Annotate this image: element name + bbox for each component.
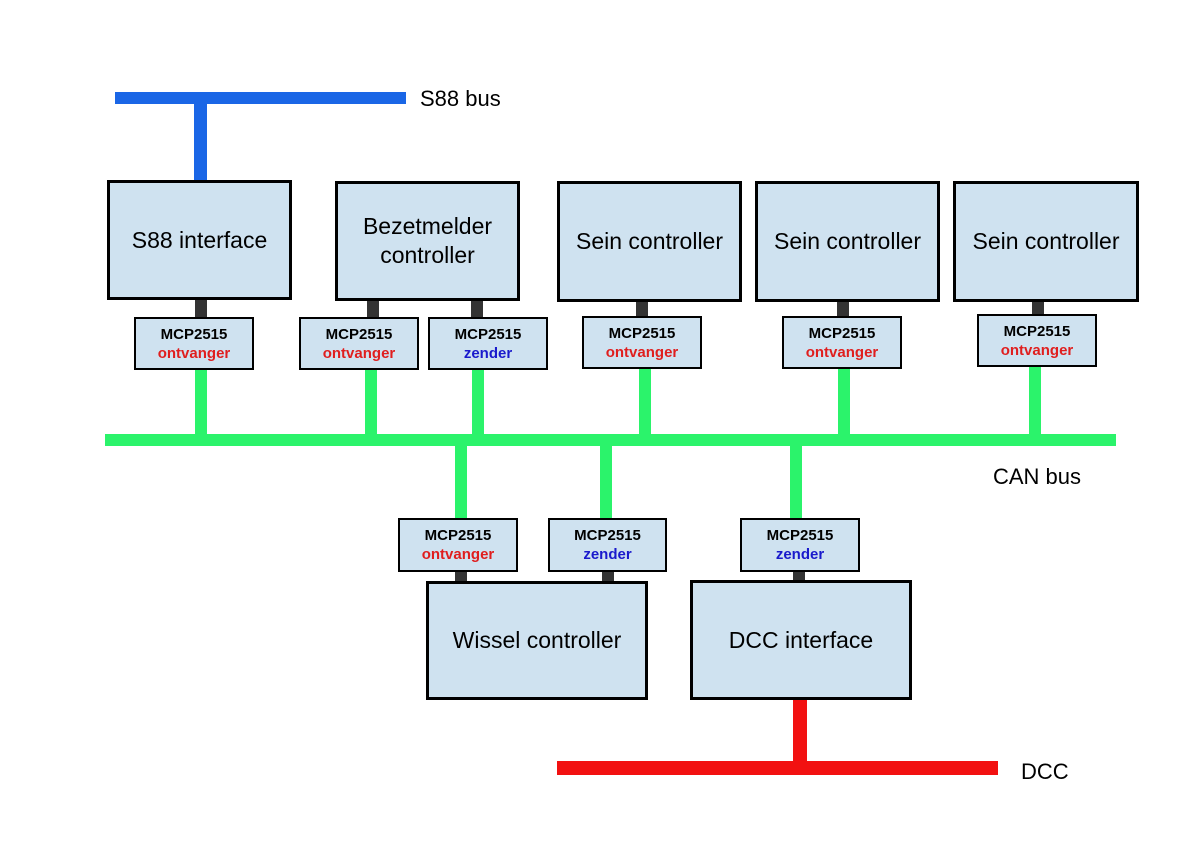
can-bus-drop bbox=[472, 369, 484, 439]
can-bus-drop bbox=[790, 441, 802, 521]
can-bus-label: CAN bus bbox=[993, 464, 1082, 489]
wissel-controller-box: Wissel controller bbox=[426, 581, 648, 700]
module-connector bbox=[602, 570, 614, 584]
sein-controller-box: Sein controller bbox=[755, 181, 940, 302]
module-role-label: ontvanger bbox=[605, 343, 679, 361]
dcc-bus-drop bbox=[793, 697, 807, 767]
sein-controller-box: Sein controller bbox=[953, 181, 1139, 302]
bezetmelder-controller-box: Bezetmelder controller bbox=[335, 181, 520, 301]
module-chip-label: MCP2515 bbox=[1003, 322, 1071, 340]
module-role-label: zender bbox=[775, 546, 825, 563]
module-chip-label: MCP2515 bbox=[808, 324, 876, 342]
wissel-controller-label: Wissel controller bbox=[452, 627, 622, 653]
module-connector bbox=[471, 298, 483, 320]
module-role-label: ontvanger bbox=[1000, 341, 1074, 359]
mcp2515-module: MCP2515 ontvanger bbox=[134, 317, 254, 370]
mcp2515-module: MCP2515 zender bbox=[428, 317, 548, 370]
s88-bus-label: S88 bus bbox=[420, 86, 501, 111]
bezetmelder-controller-label: Bezetmelder controller bbox=[362, 213, 493, 268]
module-chip-label: MCP2515 bbox=[424, 527, 492, 544]
mcp2515-module: MCP2515 ontvanger bbox=[299, 317, 419, 370]
dcc-interface-label: DCC interface bbox=[728, 626, 874, 653]
can-bus-drop bbox=[1029, 365, 1041, 439]
mcp2515-module: MCP2515 ontvanger bbox=[398, 518, 518, 572]
module-role-label: ontvanger bbox=[805, 343, 879, 361]
dcc-bus-line bbox=[557, 761, 998, 775]
module-role-label: zender bbox=[463, 344, 513, 362]
module-connector bbox=[367, 298, 379, 320]
mcp2515-module: MCP2515 zender bbox=[548, 518, 667, 572]
module-role-label: zender bbox=[583, 546, 632, 563]
sein-controller-box: Sein controller bbox=[557, 181, 742, 302]
can-bus-line bbox=[105, 434, 1116, 446]
s88-interface-label: S88 interface bbox=[131, 226, 268, 253]
mcp2515-module: MCP2515 ontvanger bbox=[782, 316, 902, 369]
s88-bus-line bbox=[115, 92, 406, 104]
can-bus-drop bbox=[195, 369, 207, 439]
s88-bus-drop bbox=[194, 98, 207, 182]
mcp2515-module: MCP2515 ontvanger bbox=[977, 314, 1097, 367]
mcp2515-module: MCP2515 ontvanger bbox=[582, 316, 702, 369]
s88-interface-box: S88 interface bbox=[107, 180, 292, 300]
sein-controller-label: Sein controller bbox=[773, 228, 922, 254]
can-bus-drop bbox=[365, 369, 377, 439]
module-chip-label: MCP2515 bbox=[608, 324, 676, 342]
module-chip-label: MCP2515 bbox=[325, 325, 393, 343]
module-chip-label: MCP2515 bbox=[160, 325, 228, 343]
can-bus-drop bbox=[455, 441, 467, 521]
module-role-label: ontvanger bbox=[157, 344, 231, 362]
sein-controller-label: Sein controller bbox=[972, 228, 1120, 254]
dcc-bus-label: DCC bbox=[1021, 759, 1069, 784]
module-connector bbox=[1032, 299, 1044, 317]
can-bus-drop bbox=[639, 367, 651, 439]
can-bus-drop bbox=[838, 367, 850, 439]
module-connector bbox=[636, 299, 648, 319]
module-chip-label: MCP2515 bbox=[454, 325, 522, 343]
mcp2515-module: MCP2515 zender bbox=[740, 518, 860, 572]
module-connector bbox=[837, 299, 849, 319]
dcc-interface-box: DCC interface bbox=[690, 580, 912, 700]
sein-controller-label: Sein controller bbox=[575, 228, 724, 254]
can-bus-drop bbox=[600, 441, 612, 521]
module-connector bbox=[195, 298, 207, 320]
module-role-label: ontvanger bbox=[322, 344, 396, 362]
module-connector bbox=[455, 570, 467, 584]
module-chip-label: MCP2515 bbox=[766, 527, 834, 544]
module-role-label: ontvanger bbox=[421, 546, 495, 563]
module-chip-label: MCP2515 bbox=[574, 527, 641, 544]
